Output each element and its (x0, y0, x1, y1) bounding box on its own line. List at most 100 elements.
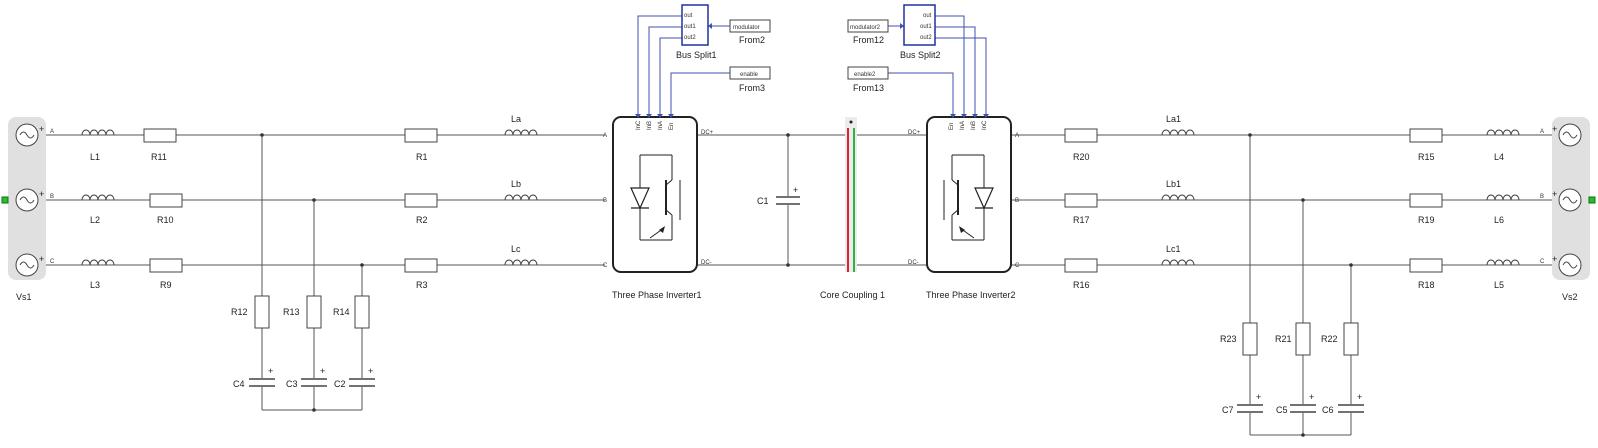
svg-text:C: C (1540, 259, 1545, 265)
resistor-r21[interactable]: R21 (1275, 322, 1311, 356)
resistor-r11[interactable]: R11 (143, 128, 177, 162)
svg-text:C3: C3 (286, 379, 298, 389)
resistor-r13[interactable]: R13 (283, 295, 322, 329)
svg-text:InA: InA (960, 121, 966, 130)
three-phase-inverter-2[interactable]: DC+ DC- A B C Three Phase Inverter2 (908, 116, 1020, 300)
capacitor-c7[interactable]: + C7 (1222, 392, 1263, 415)
svg-text:C: C (50, 259, 55, 265)
inductor-lb1[interactable]: Lb1 (1161, 179, 1195, 201)
vs1-label: Vs1 (16, 292, 32, 302)
svg-text:InC: InC (982, 120, 988, 130)
inductor-l4[interactable]: L4 (1486, 129, 1520, 162)
resistor-r12[interactable]: R12 (231, 295, 270, 329)
svg-text:R2: R2 (416, 215, 428, 225)
svg-text:R3: R3 (416, 280, 428, 290)
resistor-r23[interactable]: R23 (1220, 322, 1258, 356)
svg-text:DC-: DC- (908, 260, 919, 266)
resistor-r2[interactable]: R2 (404, 193, 438, 225)
inductor-l3[interactable]: L3 (81, 259, 115, 290)
svg-text:DC+: DC+ (908, 130, 921, 136)
resistor-r15[interactable]: R15 (1409, 128, 1443, 162)
svg-text:From12: From12 (853, 35, 884, 45)
svg-text:out1: out1 (920, 24, 932, 30)
resistor-r1[interactable]: R1 (404, 128, 438, 162)
from-block-12[interactable]: modulator2 From12 (847, 19, 889, 45)
svg-text:C1: C1 (757, 196, 769, 206)
capacitor-c6[interactable]: + C6 (1322, 392, 1364, 415)
capacitor-c4[interactable]: + C4 (233, 366, 275, 389)
inductor-lb[interactable]: Lb (504, 179, 538, 201)
bus-split-1[interactable]: out out1 out2 Bus Split1 (676, 4, 717, 60)
svg-text:InB: InB (971, 121, 977, 130)
bus-split-2[interactable]: out out1 out2 Bus Split2 (900, 4, 941, 60)
svg-text:enable2: enable2 (854, 72, 876, 78)
svg-text:L5: L5 (1494, 280, 1504, 290)
svg-text:+: + (793, 185, 798, 195)
svg-text:out2: out2 (920, 35, 932, 41)
svg-text:R15: R15 (1418, 152, 1435, 162)
resistor-r19[interactable]: R19 (1409, 193, 1443, 225)
svg-text:R23: R23 (1220, 334, 1237, 344)
resistor-r10[interactable]: R10 (149, 193, 183, 225)
inductor-l2[interactable]: L2 (81, 194, 115, 225)
resistor-r16[interactable]: R16 (1064, 258, 1098, 290)
svg-text:C2: C2 (334, 379, 346, 389)
inductor-lc[interactable]: Lc (504, 244, 538, 266)
junction-dots (260, 133, 1353, 437)
svg-text:L1: L1 (90, 152, 100, 162)
svg-text:C: C (1015, 263, 1020, 269)
svg-text:R12: R12 (231, 307, 248, 317)
svg-text:L4: L4 (1494, 152, 1504, 162)
svg-text:Bus Split1: Bus Split1 (676, 50, 717, 60)
svg-text:+: + (39, 189, 44, 199)
svg-text:out2: out2 (684, 35, 696, 41)
resistor-r14[interactable]: R14 (333, 295, 370, 329)
svg-text:+: + (1552, 254, 1557, 264)
svg-text:Three Phase Inverter1: Three Phase Inverter1 (612, 290, 702, 300)
resistor-r18[interactable]: R18 (1409, 258, 1443, 290)
svg-text:Three Phase Inverter2: Three Phase Inverter2 (926, 290, 1016, 300)
svg-text:B: B (1015, 198, 1019, 204)
resistor-r3[interactable]: R3 (404, 258, 438, 290)
svg-text:+: + (39, 124, 44, 134)
svg-text:R17: R17 (1073, 215, 1090, 225)
inductor-l6[interactable]: L6 (1486, 194, 1520, 225)
wires (11, 134, 1587, 436)
svg-text:R10: R10 (157, 215, 174, 225)
resistor-r22[interactable]: R22 (1321, 322, 1359, 356)
inductor-l1[interactable]: L1 (81, 129, 115, 162)
svg-text:En: En (949, 123, 955, 130)
svg-text:R19: R19 (1418, 215, 1435, 225)
svg-text:+: + (320, 366, 325, 376)
capacitor-c1[interactable]: + C1 (757, 185, 800, 206)
svg-text:out: out (923, 13, 932, 19)
inductor-la1[interactable]: La1 (1161, 114, 1195, 136)
svg-text:Lb1: Lb1 (1166, 179, 1181, 189)
resistor-r17[interactable]: R17 (1064, 193, 1098, 225)
resistor-r20[interactable]: R20 (1064, 128, 1098, 162)
from-block-3[interactable]: enable From3 (729, 66, 771, 93)
source-vs2[interactable]: + + + Vs2 (1552, 117, 1596, 302)
three-phase-inverter-1[interactable]: A B C DC+ DC- Three Phase Inverter1 (603, 116, 714, 300)
svg-text:A: A (603, 133, 607, 139)
svg-text:From3: From3 (739, 83, 765, 93)
inductor-l5[interactable]: L5 (1486, 259, 1520, 290)
capacitor-c5[interactable]: + C5 (1276, 392, 1316, 415)
svg-text:C7: C7 (1222, 405, 1234, 415)
svg-text:R20: R20 (1073, 152, 1090, 162)
inductor-la[interactable]: La (504, 114, 538, 136)
from-block-13[interactable]: enable2 From13 (847, 66, 889, 93)
from-block-2[interactable]: modulator From2 (729, 19, 771, 45)
resistor-r9[interactable]: R9 (149, 258, 183, 290)
source-vs1[interactable]: + + + Vs1 (1, 117, 46, 302)
core-coupling[interactable]: Core Coupling 1 (820, 117, 885, 300)
svg-text:+: + (1357, 392, 1362, 402)
inductor-lc1[interactable]: Lc1 (1161, 244, 1195, 266)
svg-text:out: out (684, 13, 693, 19)
capacitor-c3[interactable]: + C3 (286, 366, 327, 389)
svg-text:Lb: Lb (511, 179, 521, 189)
svg-text:Lc1: Lc1 (1166, 244, 1181, 254)
capacitor-c2[interactable]: + C2 (334, 366, 375, 389)
svg-text:A: A (1540, 129, 1544, 135)
